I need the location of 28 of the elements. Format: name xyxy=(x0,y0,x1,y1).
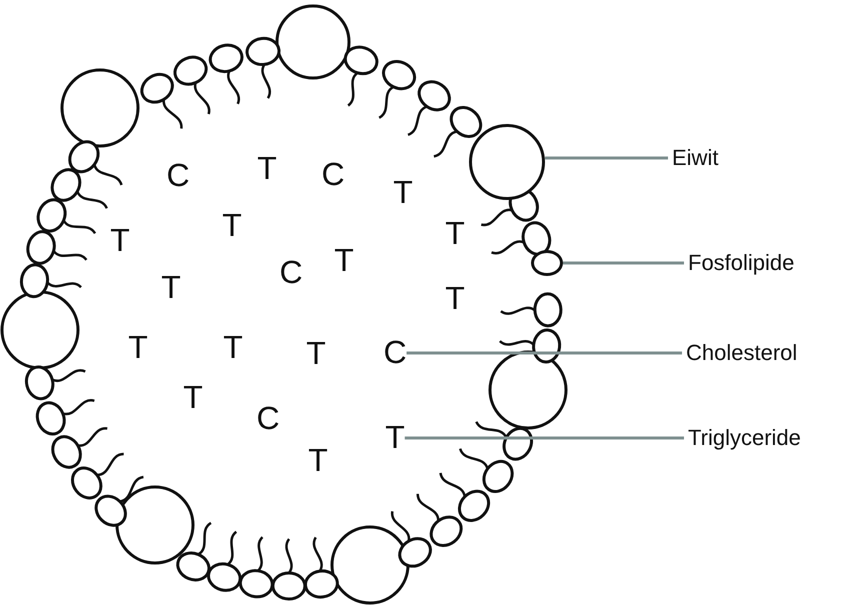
lipid-letter: T xyxy=(393,175,413,209)
lipid-letter: C xyxy=(279,255,303,289)
lipid-letter: T xyxy=(445,281,465,315)
part-label: Cholesterol xyxy=(686,338,798,368)
lipid-letter: T xyxy=(183,380,203,414)
part-label: Triglyceride xyxy=(688,423,801,453)
phospholipid-head xyxy=(531,250,563,276)
lipid-letter: C xyxy=(383,335,407,369)
lipid-letter: T xyxy=(334,243,354,277)
lipid-letter: C xyxy=(256,401,280,435)
lipid-letter: T xyxy=(128,330,148,364)
lipid-letter: T xyxy=(445,216,465,250)
lipid-letter: T xyxy=(257,151,277,185)
leader-line xyxy=(545,156,668,160)
part-label: Fosfolipide xyxy=(688,248,794,278)
lipid-letter: T xyxy=(110,223,130,257)
lipid-letter: C xyxy=(321,157,345,191)
lipid-letter: C xyxy=(166,158,190,192)
leader-line xyxy=(563,262,684,264)
leader-line xyxy=(404,436,684,440)
leader-line xyxy=(406,352,682,354)
lipid-letter: T xyxy=(308,443,328,477)
lipid-letter: T xyxy=(161,270,181,304)
lipid-letter: T xyxy=(385,420,405,454)
lipid-letter: T xyxy=(223,330,243,364)
lipid-letter: T xyxy=(306,336,326,370)
part-label: Eiwit xyxy=(672,143,718,173)
lipid-letter: T xyxy=(222,208,242,242)
